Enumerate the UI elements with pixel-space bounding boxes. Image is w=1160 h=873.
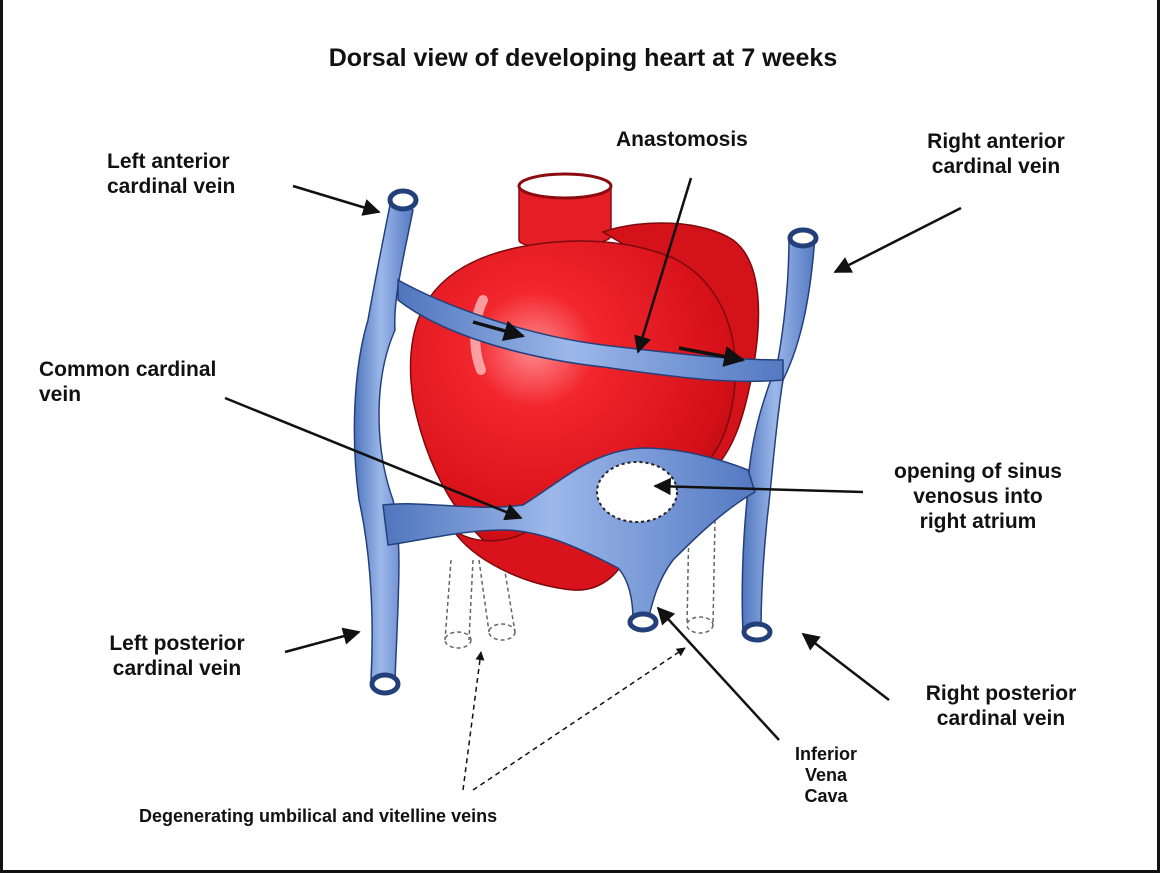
label-left-anterior-cardinal-vein: Left anterior cardinal vein [107,150,235,200]
dashed-arrows [463,648,685,790]
arrow-right-anterior [835,208,961,272]
sinus-opening [597,462,677,522]
label-degenerating-veins: Degenerating umbilical and vitelline vei… [139,806,497,827]
arrow-right-posterior [803,634,889,700]
arrow-left-posterior [285,632,359,652]
label-line: cardinal vein [901,155,1091,180]
label-line: Inferior [781,744,871,765]
label-inferior-vena-cava: Inferior Vena Cava [781,744,871,808]
label-line: cardinal vein [87,657,267,682]
label-line: Vena [781,765,871,786]
label-left-posterior-cardinal-vein: Left posterior cardinal vein [87,632,267,682]
label-line: Common cardinal [39,358,216,383]
arrow-left-anterior [293,186,379,212]
aorta-opening [519,174,611,198]
left-cardinal-vein [354,200,413,680]
diagram-title: Dorsal view of developing heart at 7 wee… [3,44,1160,74]
label-line: Left anterior [107,150,235,175]
label-line: cardinal vein [107,175,235,200]
label-line: opening of sinus [873,460,1083,485]
label-line: Right posterior [903,682,1099,707]
label-right-posterior-cardinal-vein: Right posterior cardinal vein [903,682,1099,732]
label-common-cardinal-vein: Common cardinal vein [39,358,216,408]
label-anastomosis: Anastomosis [616,128,748,153]
label-line: venosus into [873,485,1083,510]
label-line: vein [39,383,216,408]
label-right-anterior-cardinal-vein: Right anterior cardinal vein [901,130,1091,180]
label-line: right atrium [873,510,1083,535]
label-sinus-venosus-opening: opening of sinus venosus into right atri… [873,460,1083,534]
label-line: cardinal vein [903,707,1099,732]
label-line: Right anterior [901,130,1091,155]
label-line: Left posterior [87,632,267,657]
label-line: Cava [781,786,871,807]
